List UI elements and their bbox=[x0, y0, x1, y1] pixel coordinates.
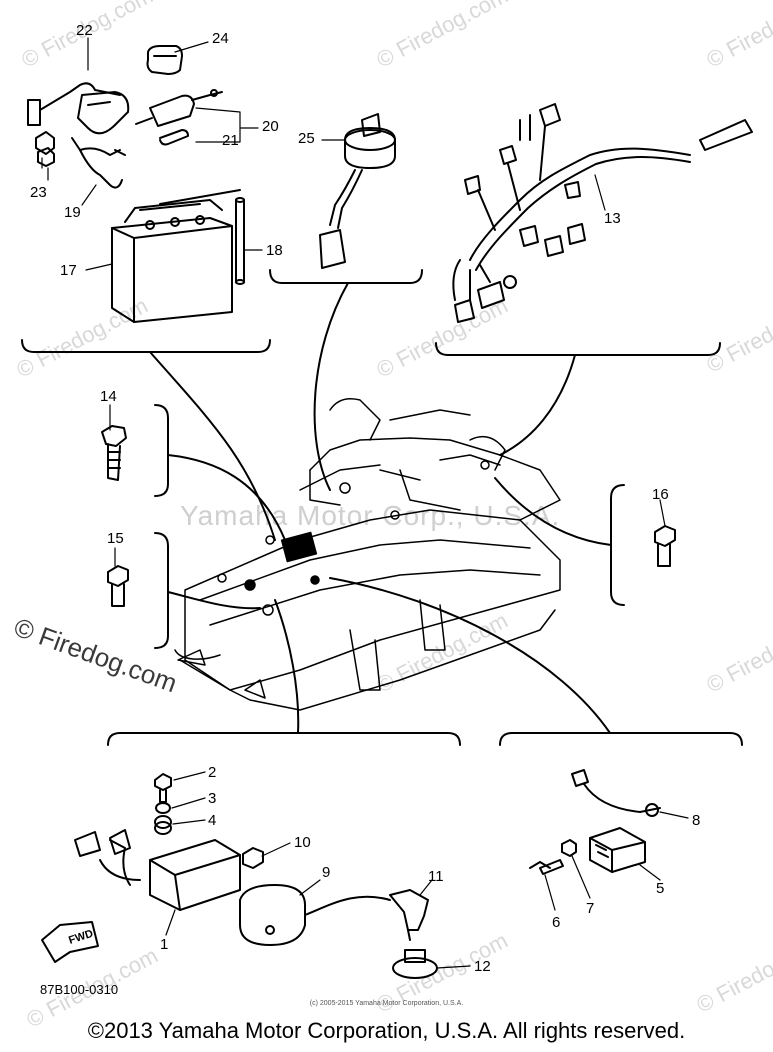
group-bracket-top-left bbox=[21, 339, 271, 353]
spark-plug-cap-11 bbox=[389, 889, 429, 941]
callout-14: 14 bbox=[100, 388, 117, 405]
callout-19: 19 bbox=[64, 204, 81, 221]
group-bracket-bottom-right bbox=[499, 732, 743, 746]
small-copyright: (c) 2005-2015 Yamaha Motor Corporation, … bbox=[309, 1000, 464, 1007]
washer-3 bbox=[155, 802, 171, 814]
wire-harness-13 bbox=[452, 103, 753, 323]
group-bracket-left-14 bbox=[154, 404, 169, 497]
callout-23: 23 bbox=[30, 184, 47, 201]
callout-8: 8 bbox=[692, 812, 701, 829]
bolt-15 bbox=[107, 565, 129, 607]
nut-7 bbox=[561, 839, 577, 857]
main-switch-25 bbox=[319, 113, 396, 269]
spark-plug-12 bbox=[392, 949, 438, 979]
callout-3: 3 bbox=[208, 790, 217, 807]
callout-21: 21 bbox=[222, 132, 239, 149]
callout-4: 4 bbox=[208, 812, 217, 829]
lead-8 bbox=[571, 769, 661, 817]
fuse-21 bbox=[159, 129, 189, 146]
connector-line bbox=[494, 477, 612, 546]
center-watermark: Yamaha Motor Corp., U.S.A. bbox=[180, 500, 561, 531]
footer-copyright: ©2013 Yamaha Motor Corporation, U.S.A. A… bbox=[87, 1018, 686, 1043]
callout-11: 11 bbox=[428, 868, 444, 885]
connector-line bbox=[313, 282, 349, 491]
callout-24: 24 bbox=[212, 30, 229, 47]
callout-22: 22 bbox=[76, 22, 93, 39]
callout-10: 10 bbox=[294, 834, 311, 851]
group-bracket-top-right bbox=[435, 342, 721, 356]
bolt-2 bbox=[154, 773, 172, 803]
group-bracket-left-15 bbox=[154, 532, 169, 649]
bolt-6 bbox=[529, 859, 564, 875]
nut-10 bbox=[242, 847, 264, 869]
callout-13: 13 bbox=[604, 210, 621, 227]
bolt-16 bbox=[654, 525, 676, 567]
callout-15: 15 bbox=[107, 530, 124, 547]
callout-2: 2 bbox=[208, 764, 217, 781]
connector-line bbox=[167, 454, 286, 541]
group-bracket-top-mid bbox=[269, 269, 423, 284]
callout-6: 6 bbox=[552, 914, 561, 931]
starter-relay-22 bbox=[27, 82, 130, 135]
callout-12: 12 bbox=[474, 958, 491, 975]
connector-line bbox=[329, 577, 611, 734]
rectifier-regulator-5 bbox=[589, 827, 646, 873]
battery-17 bbox=[111, 189, 241, 323]
vent-hose-18 bbox=[235, 197, 245, 285]
callout-18: 18 bbox=[266, 242, 283, 259]
lead-wire-19 bbox=[71, 137, 126, 189]
connector-line bbox=[149, 351, 276, 541]
callout-17: 17 bbox=[60, 262, 77, 279]
callout-1: 1 bbox=[160, 936, 169, 953]
group-bracket-bottom-left bbox=[107, 732, 461, 746]
callout-9: 9 bbox=[322, 864, 331, 881]
cdi-unit-1 bbox=[74, 829, 241, 911]
callout-16: 16 bbox=[652, 486, 669, 503]
ignition-coil-9 bbox=[239, 884, 391, 946]
callout-20: 20 bbox=[262, 118, 279, 135]
bolt-14 bbox=[101, 425, 127, 481]
leader-lines bbox=[41, 37, 689, 969]
group-bracket-right-16 bbox=[610, 484, 625, 606]
callout-7: 7 bbox=[586, 900, 595, 917]
fuse-holder-24 bbox=[146, 45, 183, 75]
fwd-arrow-icon bbox=[41, 921, 99, 963]
vehicle-frame bbox=[174, 398, 561, 711]
nut-23 bbox=[35, 131, 55, 167]
connector-line bbox=[167, 591, 261, 610]
connector-line bbox=[499, 354, 576, 456]
part-code: 87B100-0310 bbox=[40, 982, 119, 997]
callout-25: 25 bbox=[298, 130, 315, 147]
fuse-holder-20 bbox=[135, 89, 223, 127]
callout-5: 5 bbox=[656, 880, 665, 897]
connector-line bbox=[274, 599, 300, 734]
collar-4 bbox=[154, 815, 172, 835]
